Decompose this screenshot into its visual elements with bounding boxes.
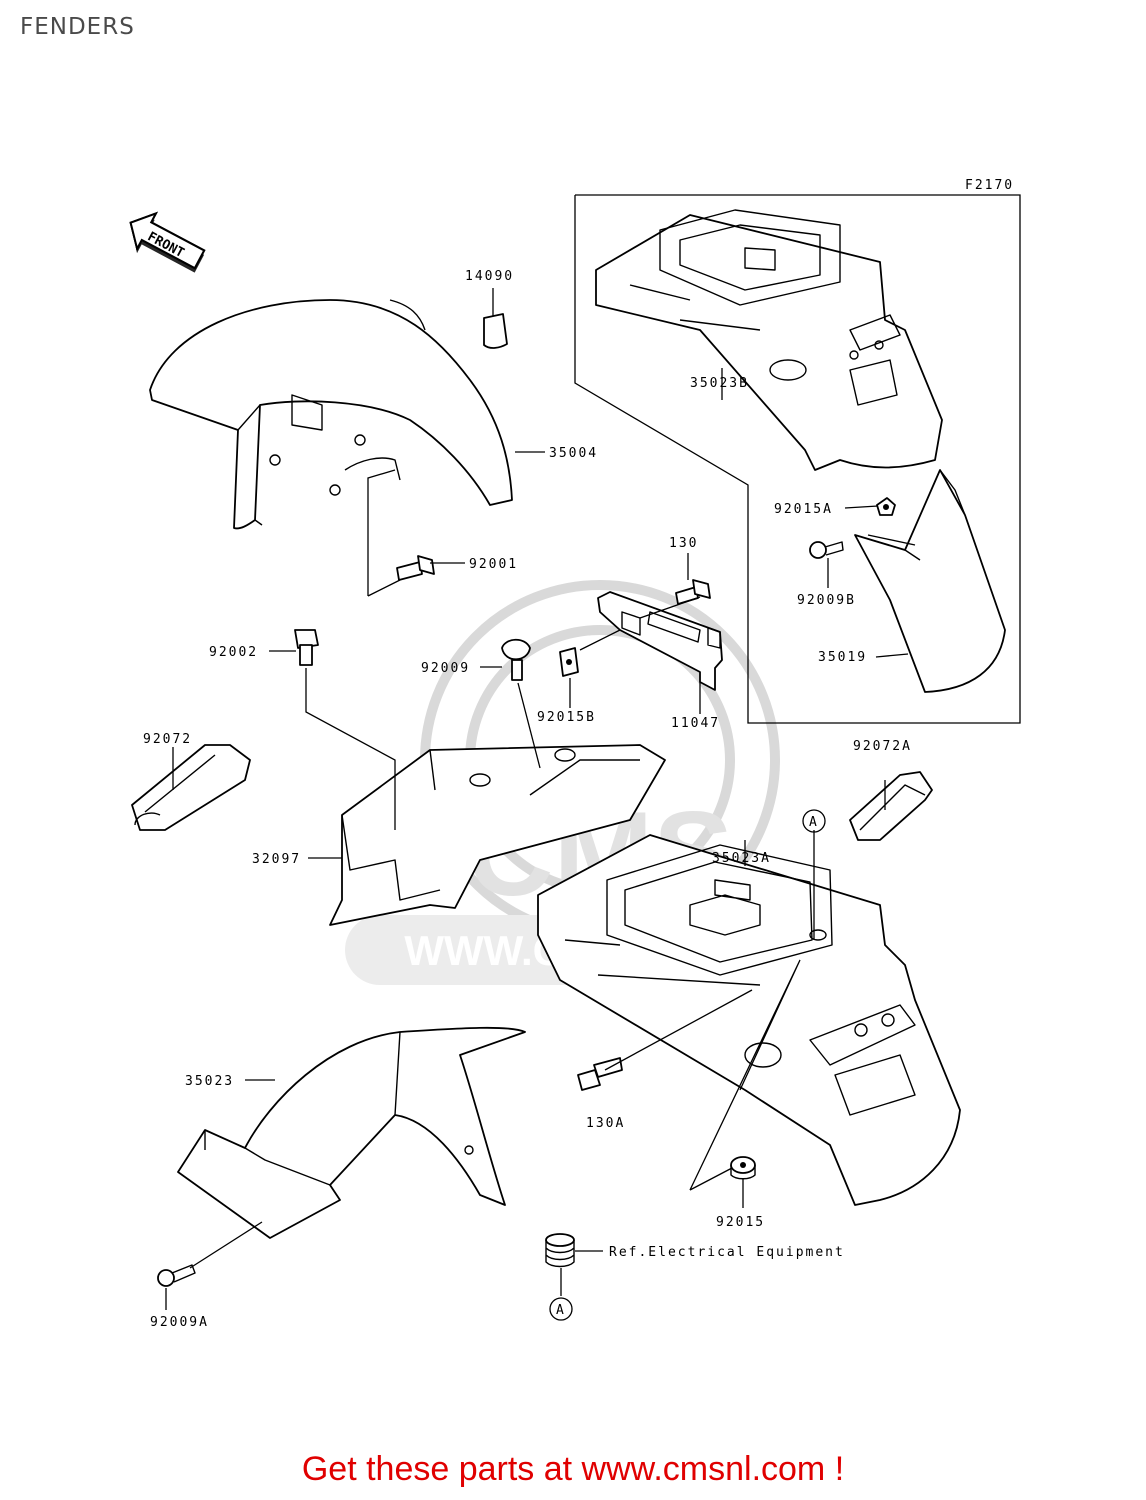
part-pad-14090[interactable] (483, 313, 508, 349)
label-35023: 35023 (185, 1074, 234, 1089)
part-ref-grommet[interactable] (545, 1233, 575, 1268)
footer-cta-link[interactable]: Get these parts at www.cmsnl.com ! (301, 1450, 845, 1488)
label-35004: 35004 (549, 446, 598, 461)
part-screw-92009B[interactable] (809, 541, 844, 559)
label-ref-electrical: Ref.Electrical Equipment (609, 1245, 845, 1260)
label-92009B: 92009B (797, 593, 856, 608)
part-rear-fender-35023B[interactable] (595, 209, 943, 471)
label-92015: 92015 (716, 1215, 765, 1230)
figure-code: F2170 (965, 178, 1014, 193)
part-grommet-92015[interactable] (730, 1156, 756, 1180)
part-inner-fender-35023[interactable] (177, 1026, 526, 1239)
label-35023A: 35023A (712, 851, 771, 866)
label-130: 130 (669, 536, 698, 551)
part-front-fender-35004[interactable] (149, 299, 513, 530)
part-strap-92072[interactable] (131, 744, 251, 831)
part-clipnut-92015B[interactable] (559, 647, 579, 677)
page-title: FENDERS (20, 14, 135, 40)
front-arrow-icon: FRONT (129, 211, 206, 273)
callout-a-top: A (802, 809, 826, 833)
label-92009A: 92009A (150, 1315, 209, 1330)
label-92002: 92002 (209, 645, 258, 660)
part-bolt-130A[interactable] (577, 1057, 623, 1091)
part-bracket-11047[interactable] (597, 591, 723, 691)
part-bolt-130[interactable] (675, 579, 711, 605)
svg-text:A: A (556, 1303, 564, 1318)
label-92001: 92001 (469, 557, 518, 572)
label-14090: 14090 (465, 269, 514, 284)
part-screw-92009A[interactable] (157, 1264, 196, 1287)
label-92015A: 92015A (774, 502, 833, 517)
label-35023B: 35023B (690, 376, 749, 391)
label-92072A: 92072A (853, 739, 912, 754)
part-bolt-92002[interactable] (294, 629, 319, 666)
part-labels: 14090 35004 35023B 92015A 92009B 35019 9… (143, 269, 912, 1330)
label-130A: 130A (586, 1116, 625, 1131)
callout-a-bottom: A (549, 1297, 573, 1321)
label-92072: 92072 (143, 732, 192, 747)
label-11047: 11047 (671, 716, 720, 731)
part-tray-32097[interactable] (329, 744, 666, 926)
leader-lines (165, 288, 909, 1310)
part-nut-92015A[interactable] (876, 497, 896, 516)
svg-text:A: A (809, 815, 817, 830)
inset-frame (574, 194, 1021, 724)
label-32097: 32097 (252, 852, 301, 867)
part-rear-flap-35019[interactable] (854, 469, 1006, 693)
part-strap-92072A[interactable] (849, 771, 933, 841)
label-35019: 35019 (818, 650, 867, 665)
part-rear-fender-35023A[interactable] (537, 834, 961, 1206)
label-92015B: 92015B (537, 710, 596, 725)
label-92009: 92009 (421, 661, 470, 676)
fenders-parts-diagram: CMS WWW.CMSNL.COM F2170 FRONT (129, 178, 1021, 1330)
part-bolt-92001[interactable] (396, 555, 435, 581)
part-screw-92009[interactable] (501, 638, 531, 681)
